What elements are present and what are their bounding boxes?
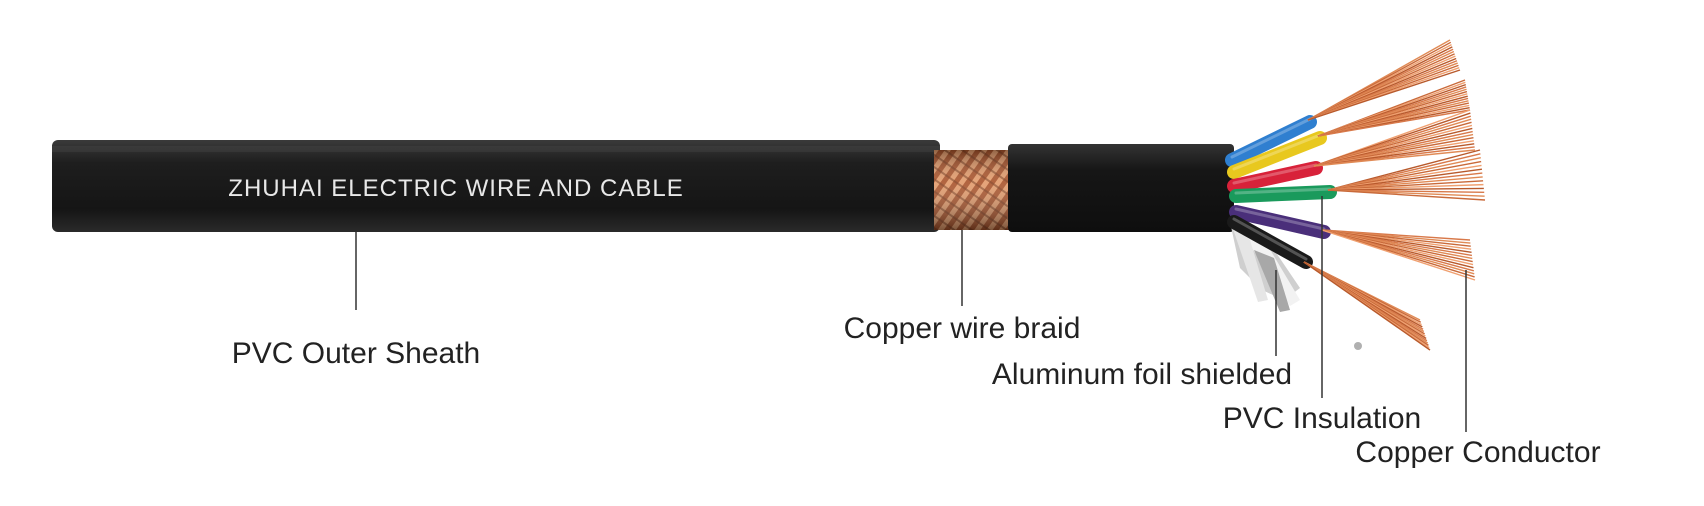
strand-5-13: [1303, 261, 1431, 351]
label-conductor: Copper Conductor: [1355, 436, 1600, 469]
label-outer-sheath: PVC Outer Sheath: [232, 337, 480, 370]
label-insulation: PVC Insulation: [1223, 402, 1421, 435]
core-black: [1227, 215, 1313, 269]
label-foil: Aluminum foil shielded: [992, 358, 1292, 391]
core-purple-highlight: [1234, 207, 1326, 231]
outer-sheath: [52, 140, 940, 232]
core-blue-highlight: [1230, 117, 1312, 159]
strand-2-13: [1313, 149, 1476, 167]
label-braid: Copper wire braid: [844, 312, 1081, 345]
copper-braid: [934, 150, 1014, 230]
core-red: [1227, 161, 1323, 193]
core-yellow-highlight: [1232, 133, 1322, 171]
core-purple: [1229, 205, 1331, 239]
strand-3-13: [1327, 189, 1486, 201]
strand-4-13: [1321, 229, 1476, 281]
strand-1-13: [1317, 109, 1471, 137]
aluminum-foil: [1230, 222, 1362, 350]
core-black-highlight: [1232, 217, 1308, 261]
core-green-highlight: [1234, 187, 1332, 195]
copper-conductor-strands: [1303, 39, 1486, 351]
core-green: [1229, 185, 1337, 203]
core-red-highlight: [1232, 163, 1318, 185]
core-yellow: [1227, 131, 1327, 179]
inner-sheath: [1008, 144, 1234, 232]
sheath-print-text: ZHUHAI ELECTRIC WIRE AND CABLE: [228, 175, 683, 202]
insulated-cores: [1225, 115, 1337, 269]
strand-0-13: [1307, 69, 1461, 121]
core-blue: [1225, 115, 1317, 167]
leader-lines: [355, 196, 1467, 432]
